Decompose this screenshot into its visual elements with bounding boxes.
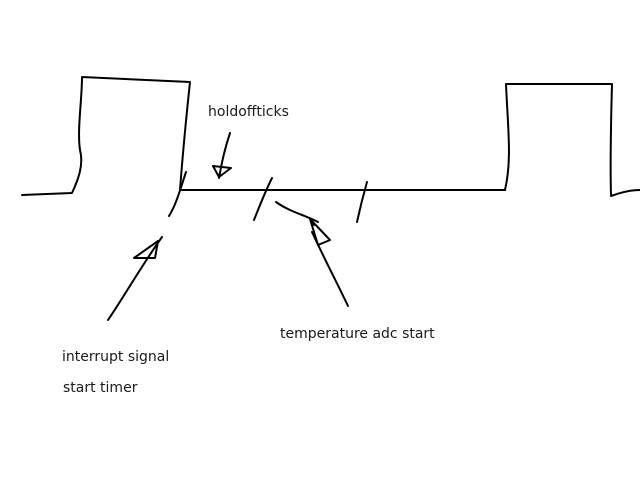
tick-mark-1: [168, 171, 187, 217]
holdoffticks-label: holdoffticks: [208, 104, 289, 120]
temperature-arrow-head: [309, 218, 331, 246]
interrupt-arrow-head: [133, 240, 159, 259]
holdoff-arrow-shaft: [218, 132, 231, 179]
holdoff-arrow-head: [212, 165, 232, 178]
interrupt-arrow-shaft: [107, 236, 163, 321]
temperature-adc-start-label: temperature adc start: [280, 326, 435, 342]
signal-waveform: [21, 76, 640, 197]
start-timer-label: start timer: [63, 380, 138, 396]
temperature-scribble: [275, 201, 319, 223]
interrupt-signal-label: interrupt signal: [62, 349, 170, 365]
tick-mark-3: [356, 181, 368, 223]
tick-mark-2: [253, 177, 273, 221]
